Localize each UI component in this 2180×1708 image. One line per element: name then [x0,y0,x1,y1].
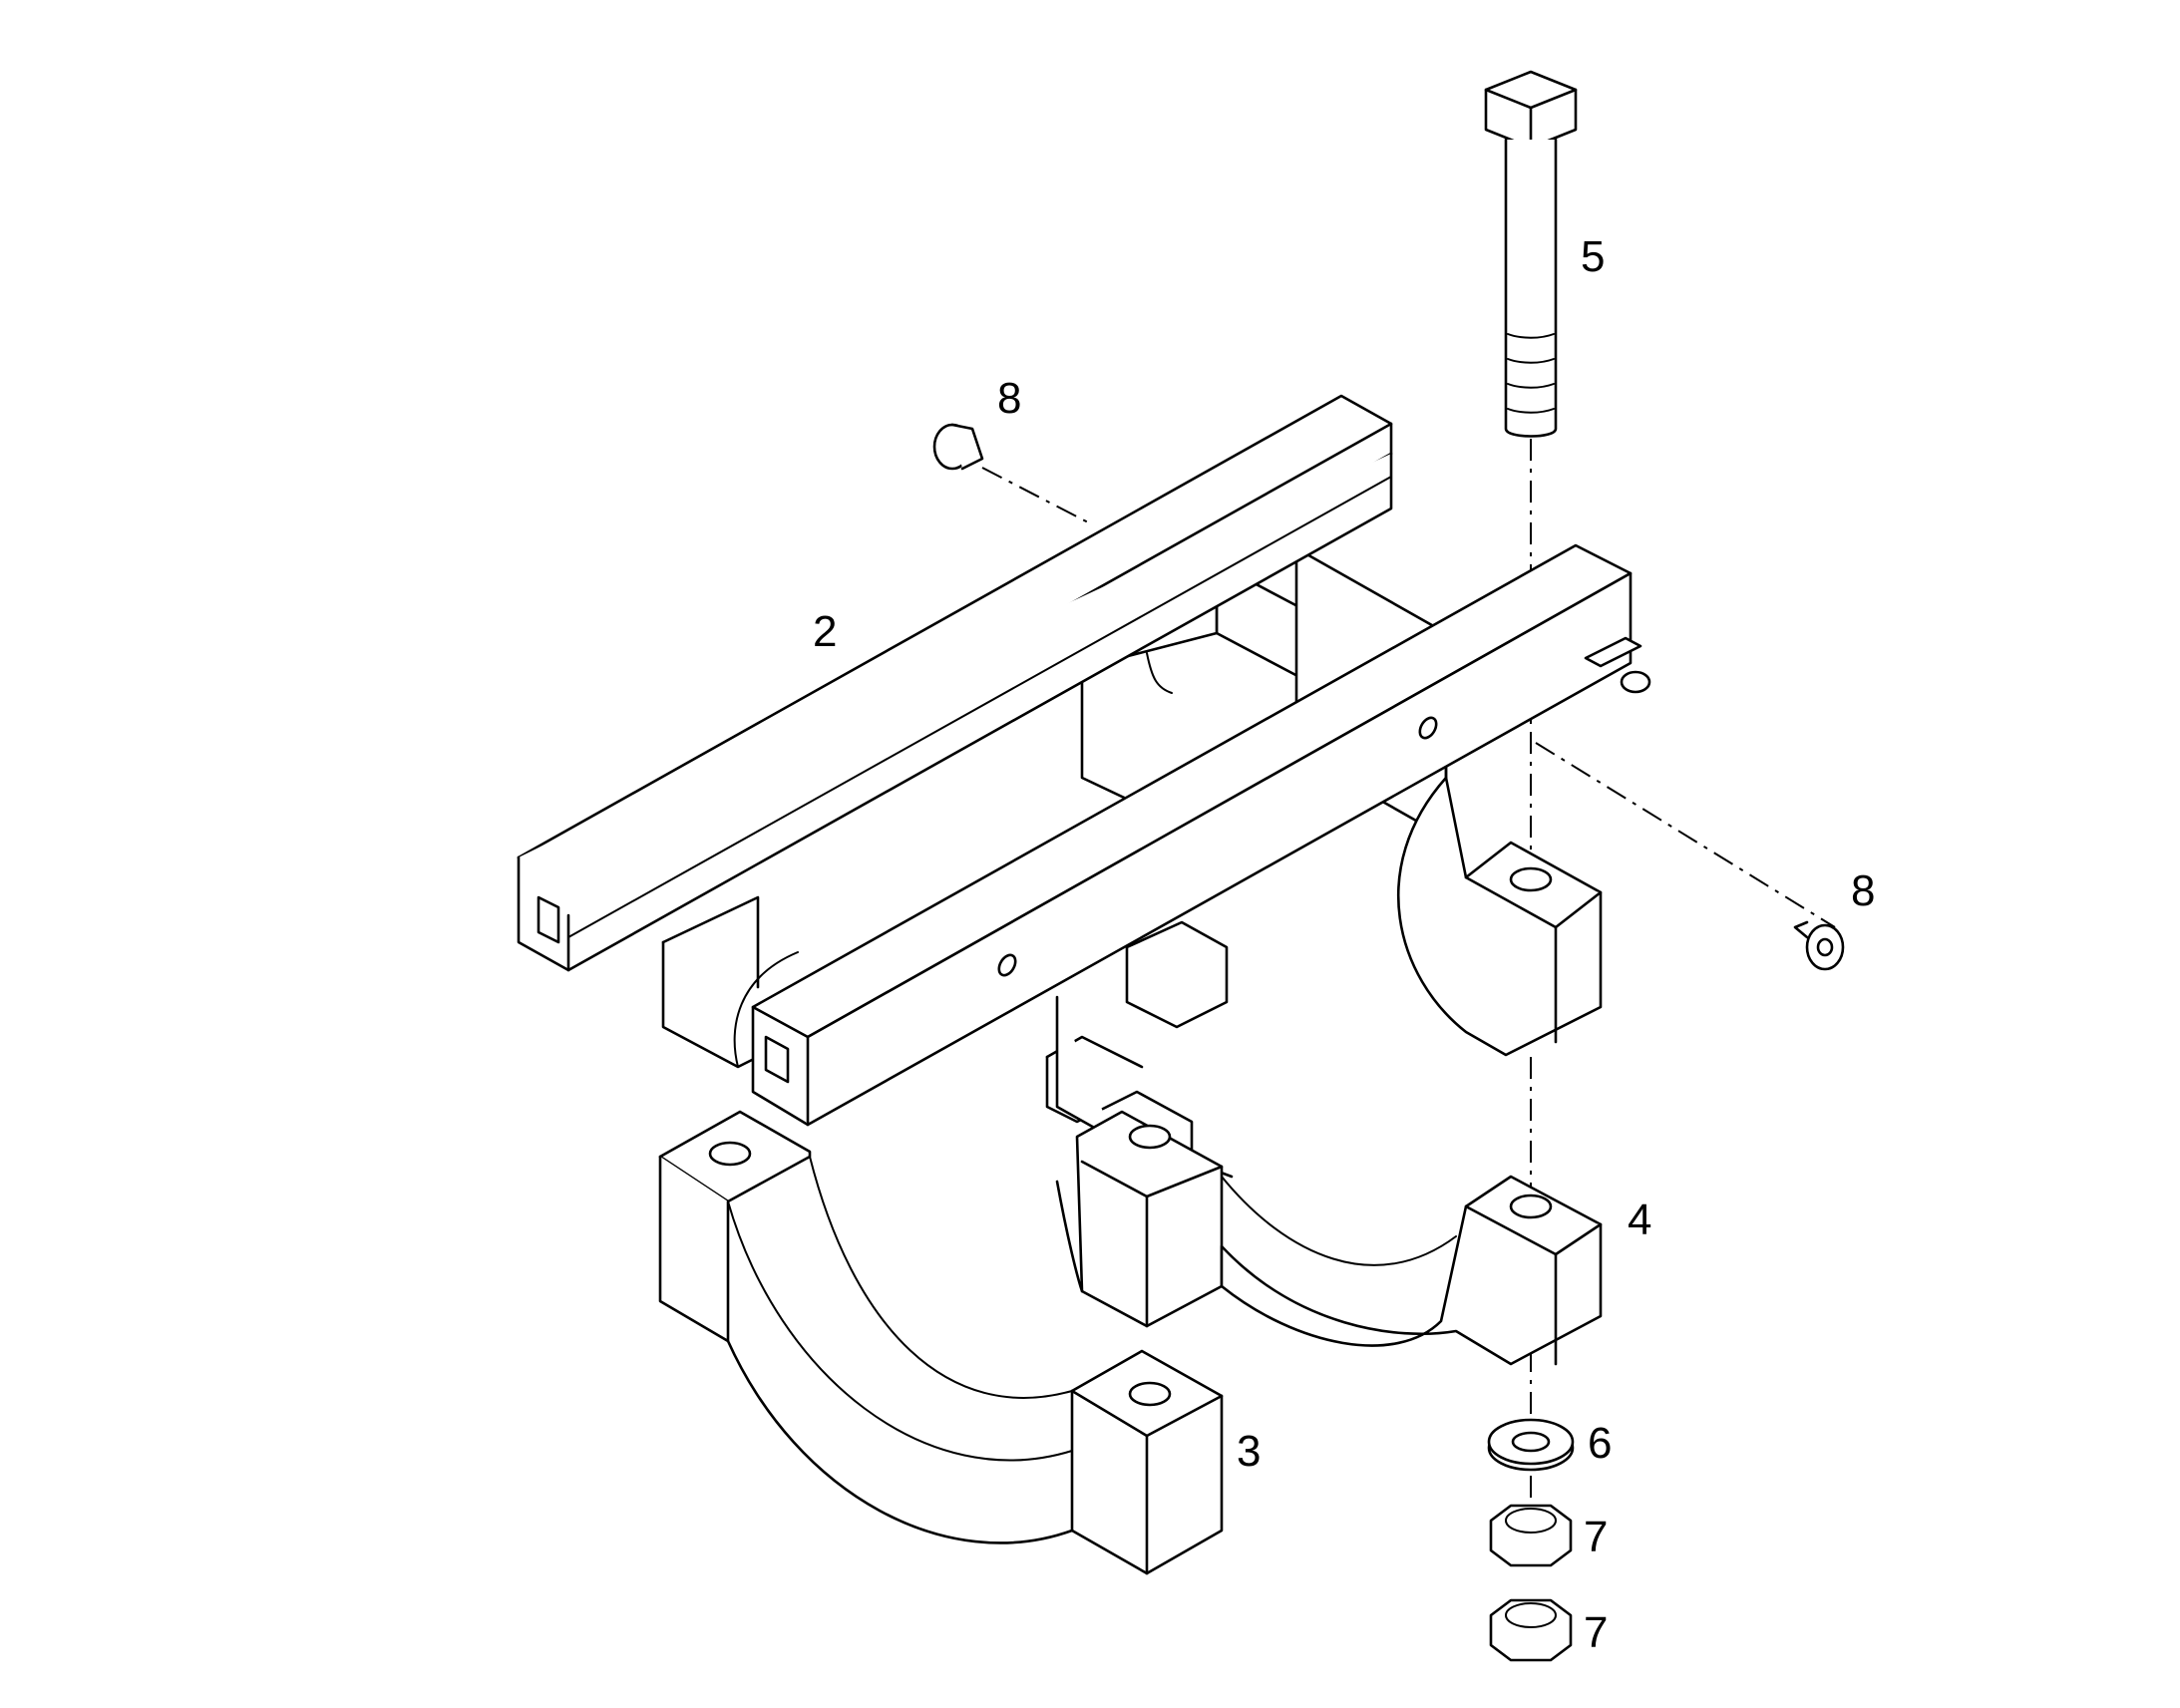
callout-labels: 2 3 4 5 6 7 7 8 8 [813,232,1875,1657]
mid-upper-block [1045,920,1234,1179]
upper-bearing-cap [1397,776,1603,1057]
box-rail-front [751,543,1651,1127]
washer-part-6 [1487,1418,1575,1472]
nut-part-7-lower [1489,1598,1573,1662]
channel-rail-part-2 [517,394,1393,972]
callout-4: 4 [1628,1196,1651,1244]
lower-bearing-half-part-4 [1220,1175,1603,1366]
callout-7-upper: 7 [1584,1513,1608,1561]
callout-7-lower: 7 [1584,1608,1608,1657]
callout-3: 3 [1237,1427,1261,1476]
callout-2: 2 [813,607,837,656]
callout-8-right: 8 [1851,866,1875,915]
hex-bolt-part-5 [1484,70,1578,438]
plug-part-8-right [1793,920,1845,971]
callout-5: 5 [1581,232,1605,281]
plug-part-8-left [932,423,984,471]
nut-part-7-upper [1489,1504,1573,1567]
rear-left-block [661,895,799,1069]
lower-bearing-half-part-3 [658,1110,1224,1575]
callout-8-left: 8 [997,374,1021,423]
callout-6: 6 [1588,1419,1612,1468]
